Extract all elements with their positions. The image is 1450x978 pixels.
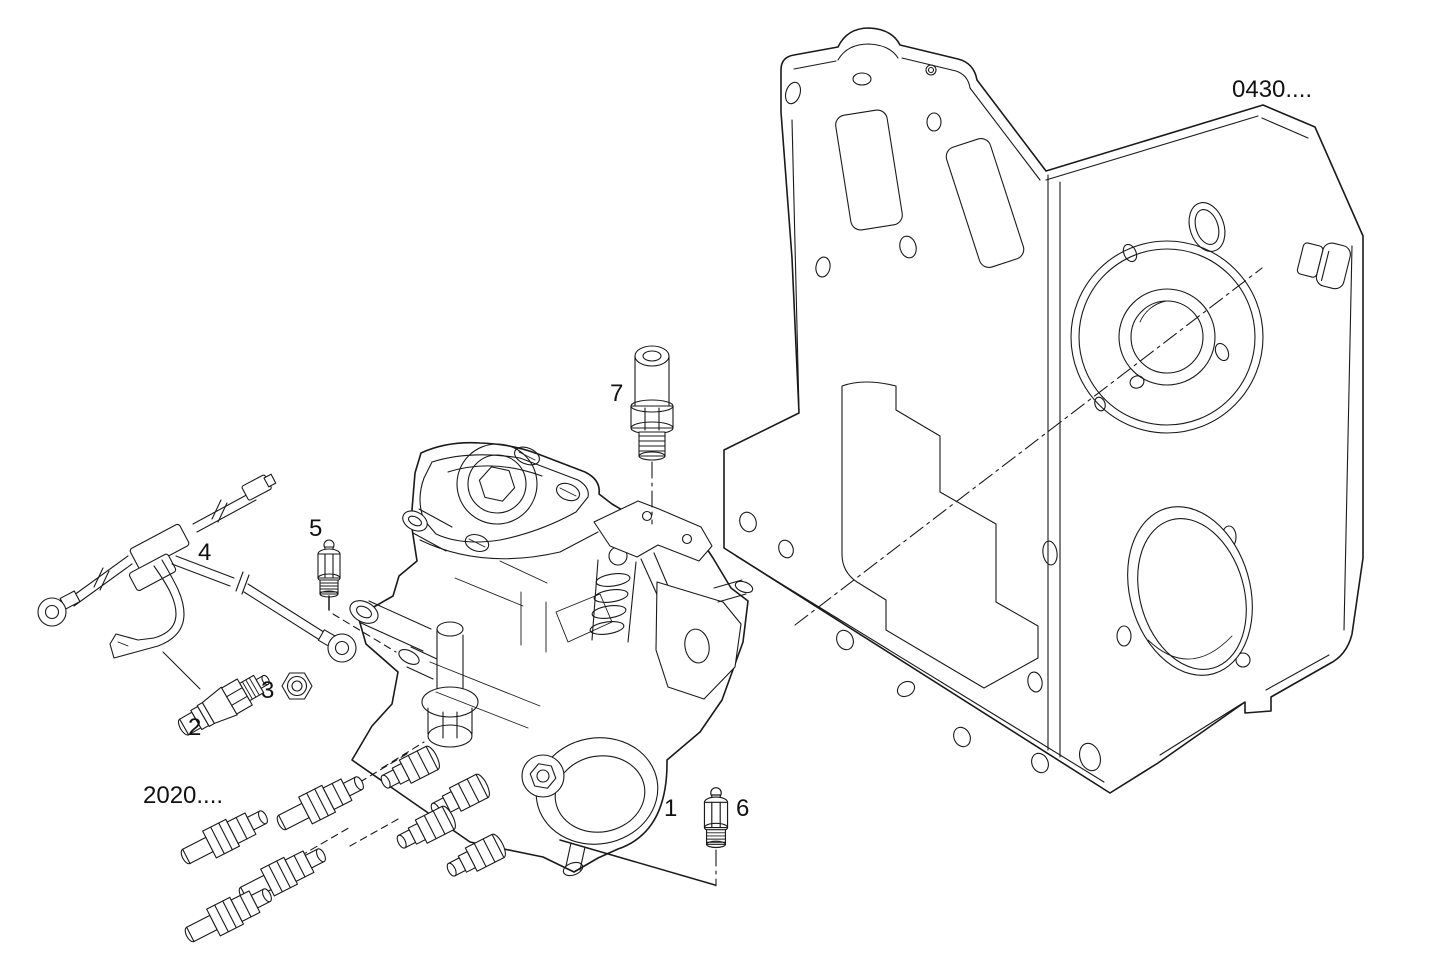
callout-4: 4 — [198, 539, 211, 566]
part-3-nut — [281, 672, 313, 700]
callout-3: 3 — [261, 677, 274, 704]
labels: 0430.... 2020.... 1 2 3 4 5 6 7 — [143, 76, 1312, 822]
part-5-valve — [317, 539, 397, 653]
callout-7: 7 — [610, 380, 623, 407]
injection-pump-drawing — [349, 441, 754, 877]
callout-6: 6 — [736, 795, 749, 822]
part-7-sensor — [630, 345, 674, 525]
timing-gear-case-drawing — [723, 27, 1364, 794]
ref-label-2020: 2020.... — [143, 782, 223, 809]
part-2-fitting — [162, 651, 270, 736]
callout-5: 5 — [309, 515, 322, 542]
callout-1: 1 — [664, 795, 677, 822]
part-6-bleed-valve — [559, 787, 729, 887]
wiring-harness-drawing — [37, 473, 357, 663]
case-side-clip — [1296, 242, 1351, 290]
injection-line-fittings-drawing — [180, 741, 425, 943]
pump-mounting-centerline — [794, 267, 1263, 626]
callout-2: 2 — [188, 714, 201, 741]
ref-label-0430: 0430.... — [1232, 76, 1312, 103]
pump-delivery-outlets — [380, 745, 506, 877]
